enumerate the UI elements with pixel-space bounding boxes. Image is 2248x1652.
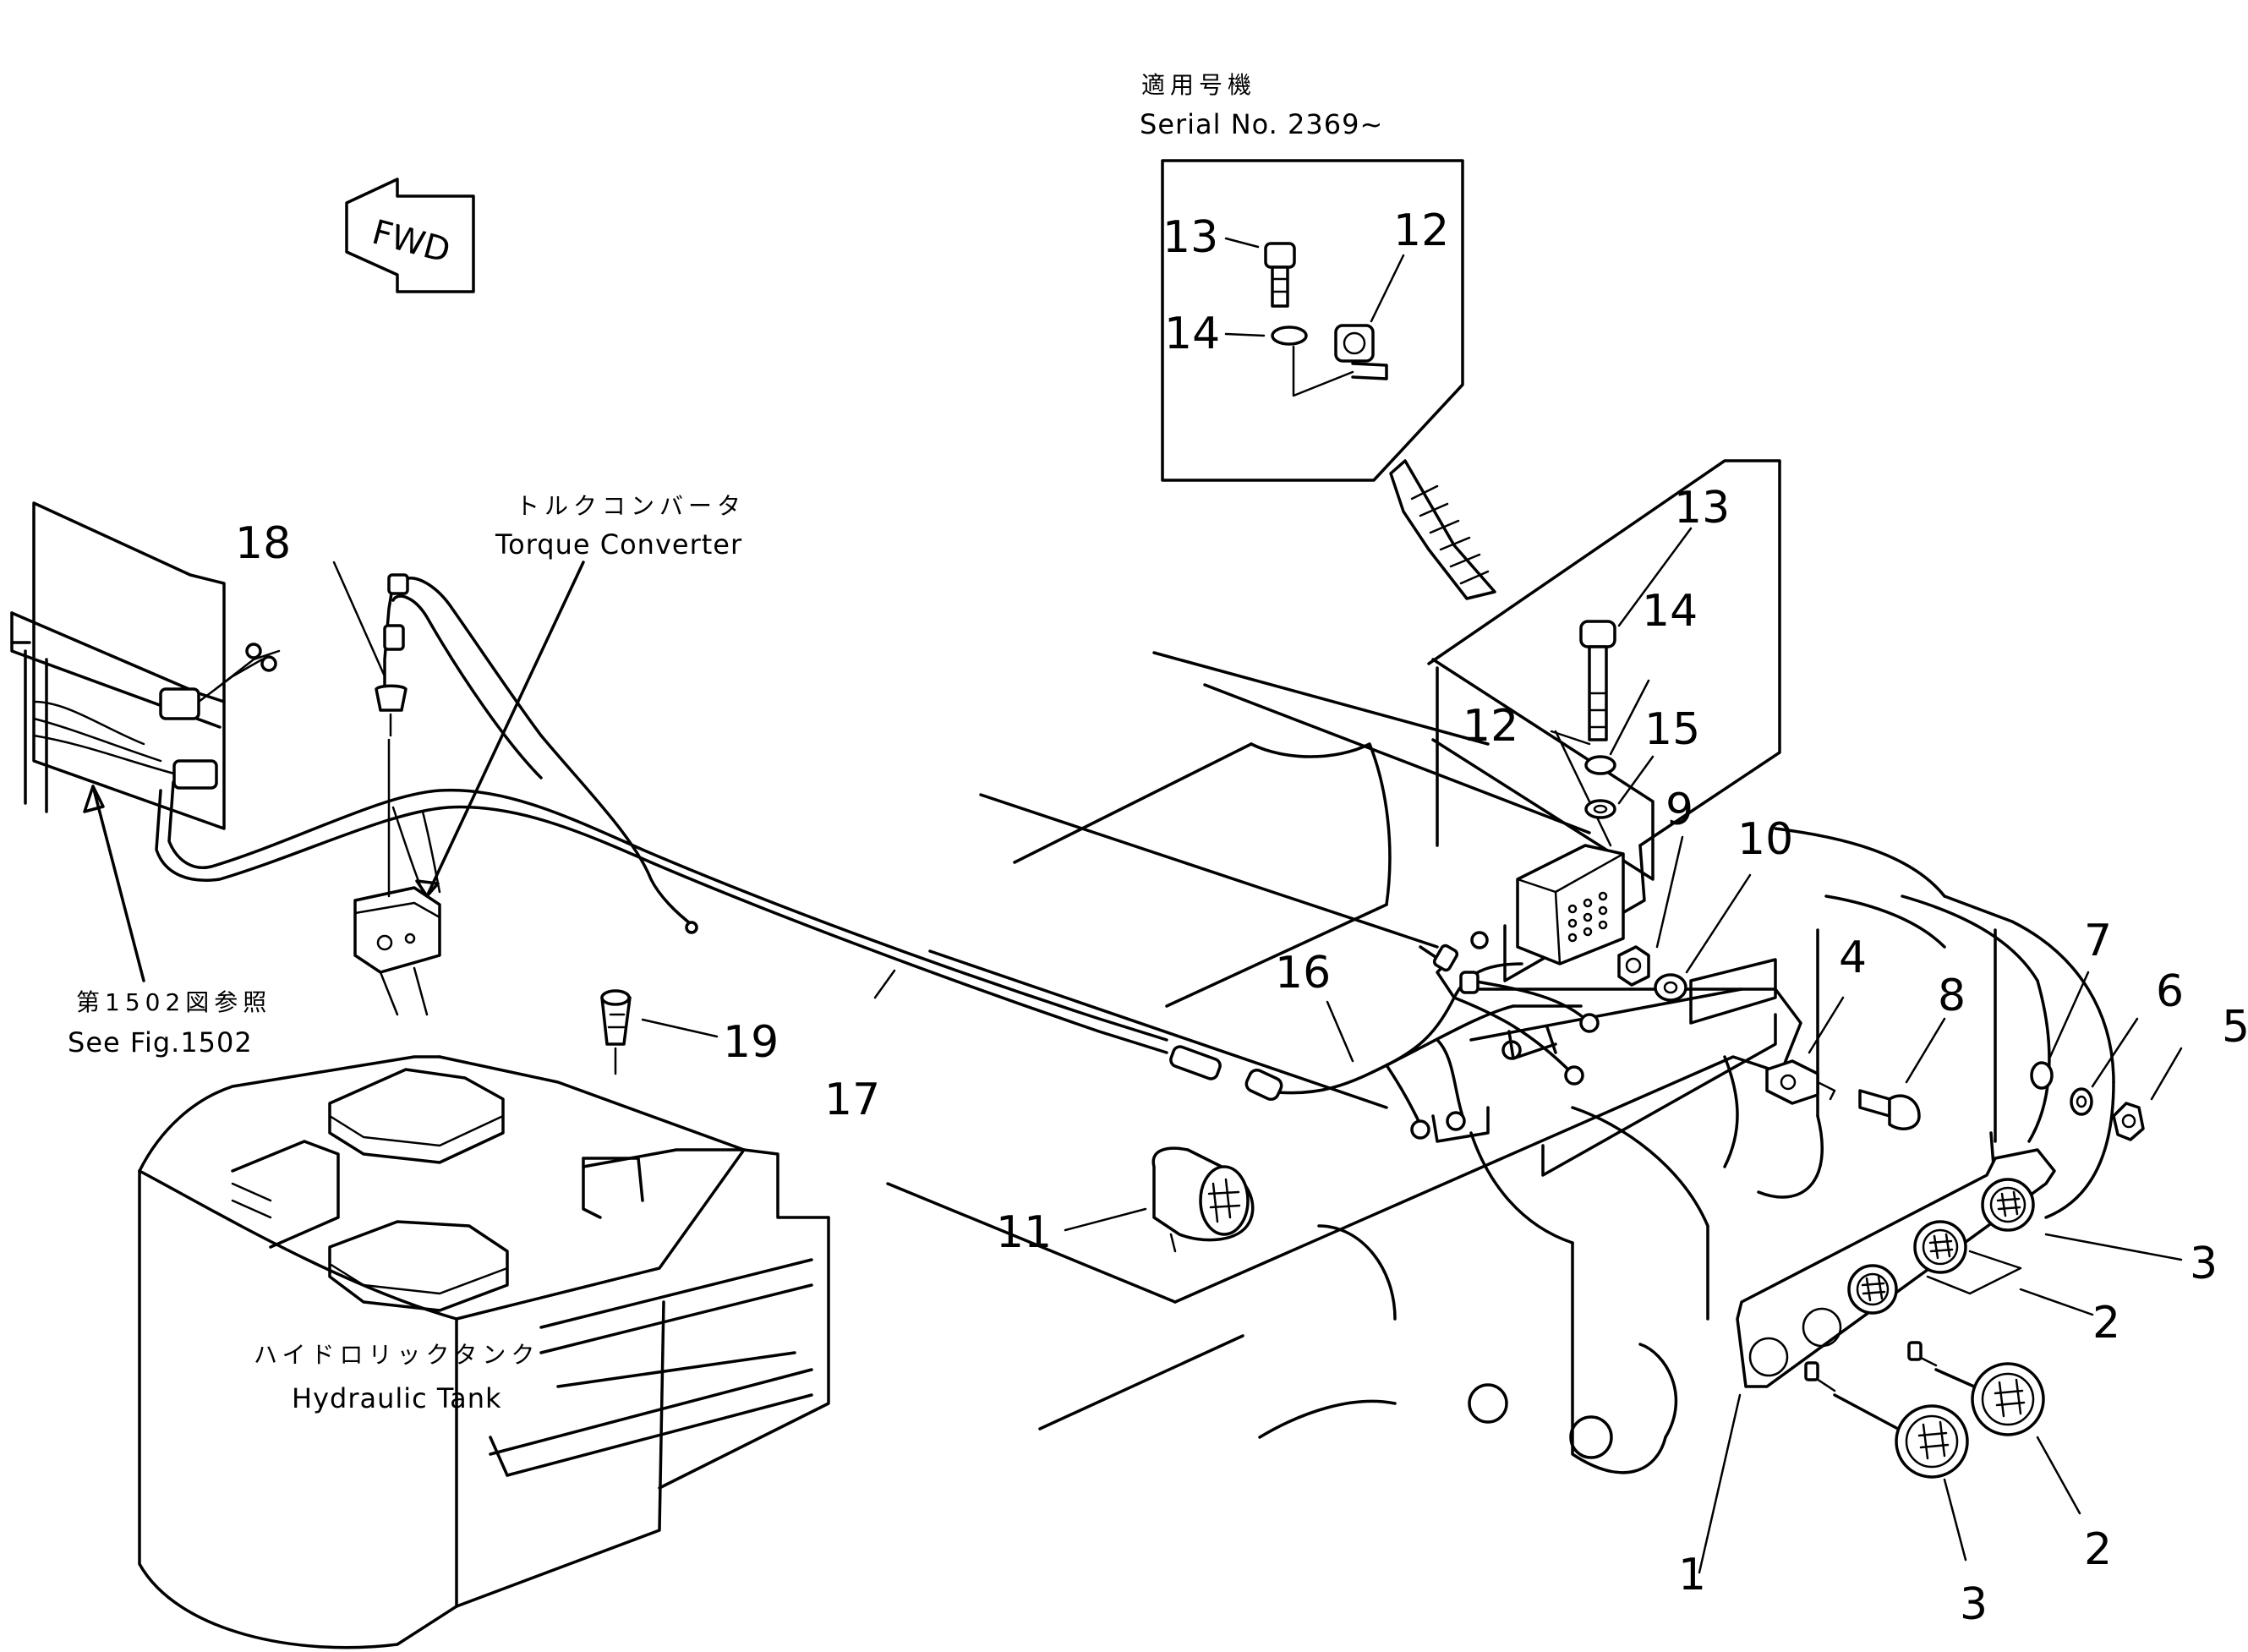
callout-7: 7 — [2084, 916, 2112, 966]
gauge-2 — [1907, 1341, 2081, 1515]
callout-11: 11 — [996, 1207, 1052, 1258]
sender-19 — [600, 989, 719, 1075]
callout-13-inset: 13 — [1162, 212, 1218, 263]
washer-14 — [1584, 679, 1650, 775]
harness-17 — [155, 780, 1222, 1080]
instrument-panel-left — [10, 501, 281, 830]
callout-3-panel: 3 — [2190, 1239, 2218, 1289]
gauge-panel-1 — [1698, 1148, 2056, 1574]
serial-label-jp: 適用号機 — [1141, 71, 1256, 99]
callout-14-inset: 14 — [1164, 309, 1220, 359]
washer-10 — [1654, 873, 1752, 1002]
hydraulic-tank — [138, 1055, 830, 1649]
callout-9: 9 — [1665, 785, 1693, 835]
detail-arrow — [1389, 459, 1496, 600]
callout-13: 13 — [1674, 483, 1730, 533]
switch-12-detail — [1334, 324, 1388, 380]
sensor-18 — [332, 561, 698, 934]
callout-12-inset: 12 — [1393, 205, 1449, 256]
tank-label-en: Hydraulic Tank — [292, 1382, 502, 1414]
seefig-arrow — [83, 785, 145, 982]
washer-14-detail — [1271, 325, 1308, 346]
tank-label-jp: ハイドロリックタンク — [254, 1341, 539, 1369]
callout-4: 4 — [1839, 933, 1867, 983]
bolt-8 — [1858, 1017, 1946, 1130]
bolt-13 — [1579, 527, 1693, 741]
seefig-label-en: See Fig.1502 — [68, 1026, 253, 1058]
callout-6: 6 — [2156, 966, 2184, 1017]
callout-19: 19 — [723, 1017, 779, 1068]
detail-inset — [1161, 159, 1464, 482]
torque-label-jp: トルクコンバータ — [516, 492, 746, 520]
switch-4 — [1765, 996, 1845, 1105]
seefig-label-jp: 第1502図参照 — [76, 988, 271, 1016]
callout-3: 3 — [1960, 1579, 1988, 1630]
callout-16: 16 — [1275, 948, 1331, 998]
label-plate-2 — [1926, 1250, 2094, 1316]
callout-1: 1 — [1678, 1550, 1706, 1600]
callout-10: 10 — [1737, 814, 1793, 865]
callout-5: 5 — [2222, 1002, 2248, 1053]
callout-15: 15 — [1644, 704, 1700, 755]
nut-9 — [1617, 835, 1684, 987]
callout-2: 2 — [2084, 1524, 2112, 1575]
callout-2-panel: 2 — [2092, 1298, 2120, 1348]
serial-label-en: Serial No. 2369~ — [1140, 108, 1383, 140]
nut-5 — [2112, 1047, 2183, 1141]
lamp-11 — [1064, 1146, 1255, 1253]
panel-gauge-c — [1981, 1178, 2035, 1232]
controller-pins — [1567, 891, 1608, 943]
fwd-arrow: FWD — [345, 178, 475, 293]
controller-12 — [1516, 730, 1625, 965]
torque-converter-block — [353, 561, 585, 1016]
fwd-label: FWD — [368, 213, 454, 271]
callout-18: 18 — [235, 518, 291, 569]
harness-16 — [1244, 931, 1600, 1143]
washer-15 — [1584, 755, 1655, 819]
gauge-3 — [1804, 1361, 1969, 1562]
panel-gauge-a — [1847, 1264, 1898, 1315]
washer-6 — [2070, 1017, 2139, 1116]
torque-label-en: Torque Converter — [495, 528, 742, 561]
bolt-13-detail — [1264, 242, 1296, 308]
callout-17: 17 — [824, 1075, 880, 1125]
callout-14: 14 — [1642, 586, 1698, 637]
callout-12: 12 — [1463, 701, 1518, 752]
callout-8: 8 — [1938, 971, 1966, 1021]
chassis — [886, 459, 2115, 1474]
panel-gauge-b — [1913, 1220, 1967, 1274]
washer-7 — [2030, 971, 2090, 1090]
